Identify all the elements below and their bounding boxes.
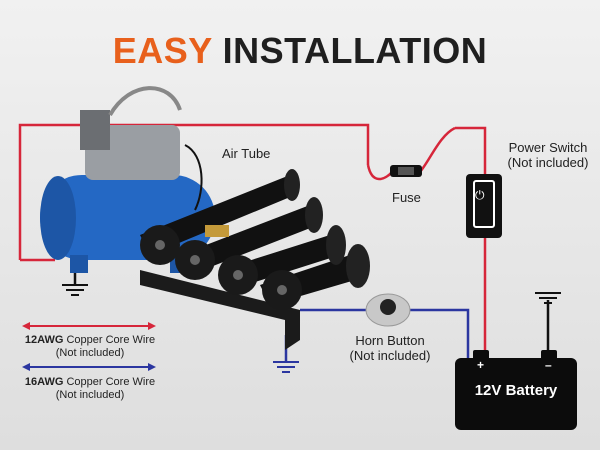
- blue-wire-to-battery: [404, 308, 470, 358]
- title-accent: EASY: [112, 30, 213, 71]
- trumpet-horns-icon: [140, 169, 370, 350]
- red-wire-to-switch: [455, 126, 487, 174]
- battery-icon: + – 12V Battery: [455, 350, 577, 430]
- battery-terminal-positive: [473, 350, 489, 360]
- horn-button-note: (Not included): [349, 348, 431, 363]
- legend-16awg-note: (Not included): [55, 389, 125, 401]
- horn-button-title: Horn Button: [355, 333, 425, 348]
- page-title: EASY INSTALLATION: [0, 30, 600, 72]
- legend-red-arrow: [22, 322, 156, 330]
- legend-12awg-note: (Not included): [55, 347, 125, 359]
- legend-12awg: 12AWG Copper Core Wire (Not included): [20, 334, 160, 360]
- horn-button-label: Horn Button (Not included): [340, 333, 440, 363]
- power-switch-note: (Not included): [507, 155, 589, 170]
- legend-16awg-text: Copper Core Wire: [63, 376, 156, 388]
- battery-terminal-negative: [541, 350, 557, 360]
- legend-16awg: 16AWG Copper Core Wire (Not included): [20, 376, 160, 402]
- power-switch-title: Power Switch: [508, 140, 588, 155]
- fuse-label: Fuse: [392, 190, 421, 205]
- battery-minus-sign: –: [545, 358, 552, 372]
- fuse-icon: [390, 165, 422, 177]
- horn-button-icon: [365, 293, 411, 327]
- air-tube-label: Air Tube: [222, 146, 271, 161]
- red-wires: [18, 123, 487, 358]
- legend-16awg-gauge: 16AWG: [24, 376, 64, 388]
- legend-12awg-gauge: 12AWG: [24, 334, 64, 346]
- fuse-wire-right: [419, 126, 456, 173]
- title-main: INSTALLATION: [222, 30, 488, 71]
- legend-12awg-text: Copper Core Wire: [63, 334, 156, 346]
- switch-face: [473, 180, 495, 228]
- power-switch-icon: ⏻: [466, 174, 502, 238]
- ground-symbol-horn: [273, 361, 299, 373]
- power-symbol-icon: ⏻: [475, 188, 485, 202]
- power-switch-label: Power Switch (Not included): [498, 140, 598, 170]
- battery-label: 12V Battery: [474, 382, 558, 399]
- ground-symbol-battery: [535, 292, 561, 304]
- ground-symbol-compressor: [62, 284, 88, 296]
- legend-blue-arrow: [22, 363, 156, 371]
- fuse-wire-left: [366, 164, 393, 181]
- red-wire-loop: [18, 123, 370, 260]
- battery-plus-sign: +: [477, 358, 485, 372]
